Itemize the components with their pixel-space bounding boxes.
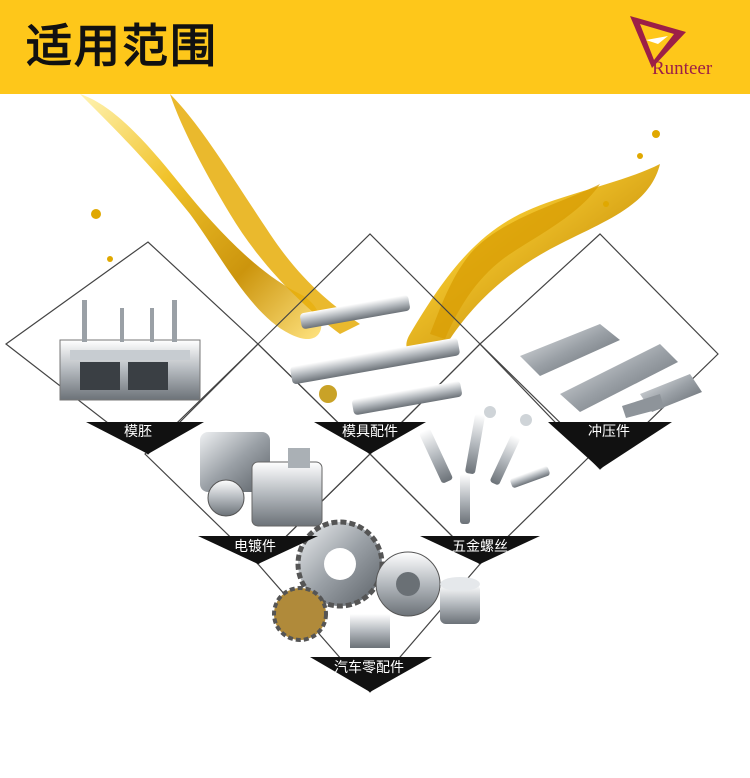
page-title: 适用范围 [26,19,218,73]
brand-logo: Runteer [620,14,740,84]
brand-logo-icon [630,16,686,68]
oil-splash [80,94,660,356]
label-bg-mold-pin [314,422,426,454]
category-label-mold-base: 模胚 [124,424,152,440]
mold-pin-image [290,295,462,415]
plated-valve-image [200,432,323,527]
gear-image [272,519,480,648]
category-label-mold-pin: 模具配件 [342,424,398,440]
stamping-part-image [520,324,702,418]
category-label-plated: 电镀件 [234,539,276,555]
label-backgrounds [86,422,672,692]
header-banner: 适用范围 Runteer [0,0,750,94]
category-label-screw: 五金螺丝 [452,539,508,555]
mold-base-image [59,300,201,401]
category-label-auto: 汽车零配件 [334,660,404,676]
label-bg-stamping [548,422,672,469]
label-bg-screw [420,536,540,564]
label-bg-mold-base [86,422,204,454]
brand-name: Runteer [652,58,713,79]
application-showcase: 模胚 模具配件 冲压件 电镀件 五金螺丝 汽车零配件 [0,94,750,774]
category-label-stamping: 冲压件 [588,424,630,440]
label-bg-plated [198,536,318,564]
screw-image [419,406,550,524]
label-bg-auto [310,657,432,692]
showcase-graphic [4,94,719,693]
